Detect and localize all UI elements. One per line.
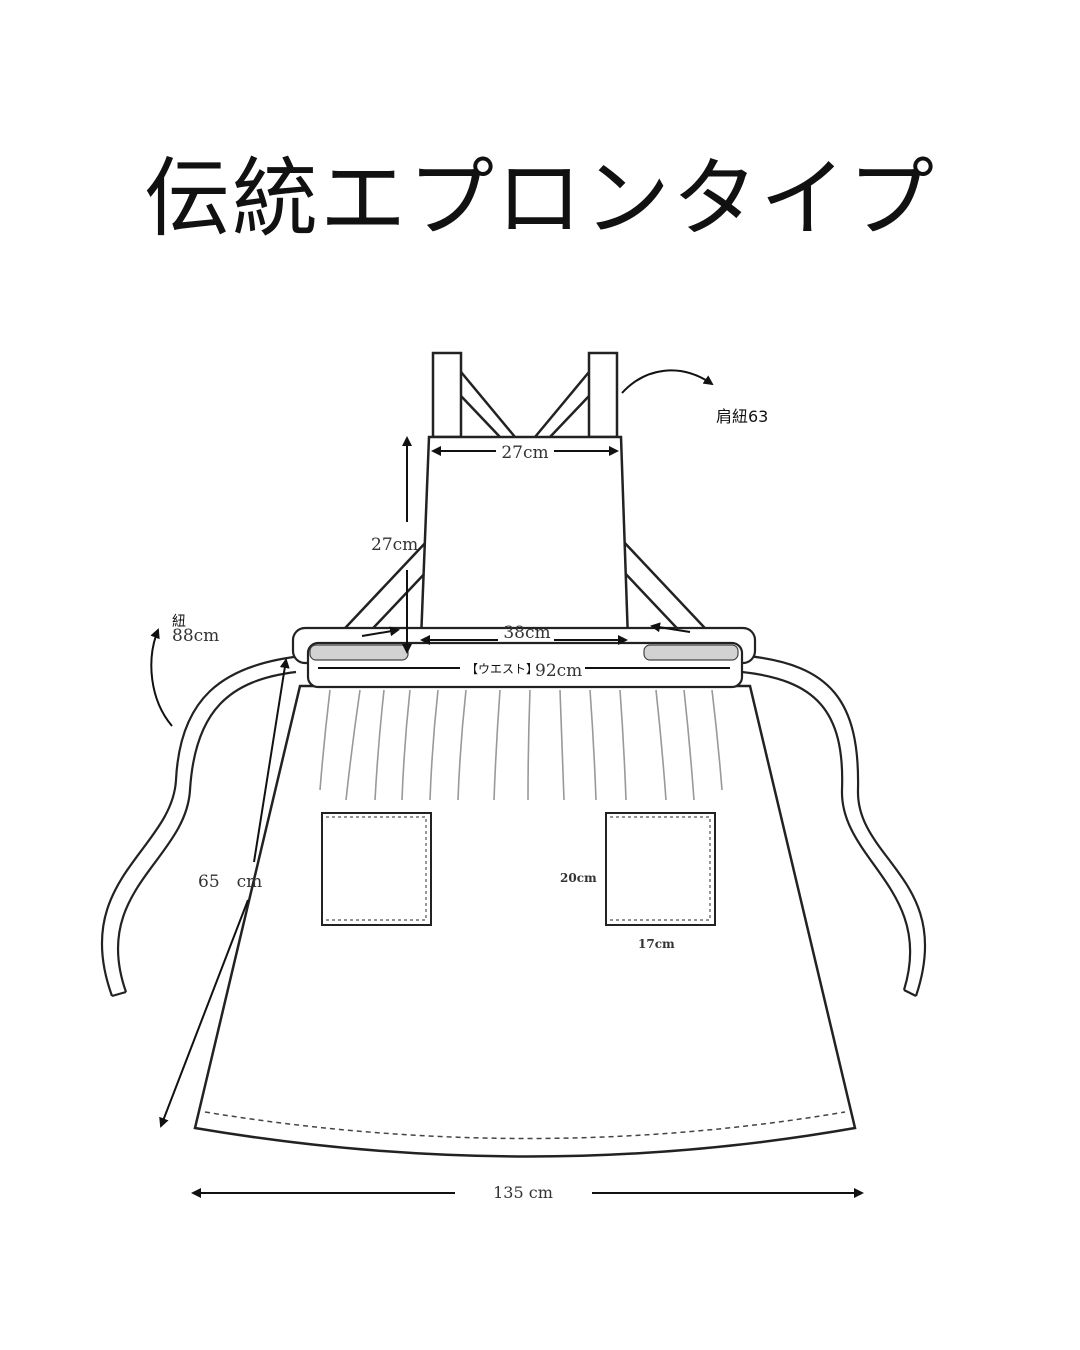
pocket-left: [321, 812, 432, 926]
cross-straps: [331, 539, 719, 643]
waistband-pad-left: [309, 644, 409, 661]
hem-stitch: [204, 1111, 846, 1140]
bib: [419, 435, 630, 642]
bib-height-label: 27cm: [371, 535, 418, 555]
skirt: [193, 684, 857, 1158]
waist-ties: [100, 654, 927, 998]
pocket-width-label: 17cm: [638, 937, 675, 951]
waist-length-label: 92cm: [535, 661, 582, 681]
page-title: 伝統エプロンタイプ: [144, 149, 936, 249]
pocket-height-label: 20cm: [560, 871, 597, 885]
shoulder-straps: [431, 351, 619, 439]
waist-label: 【ウエスト】: [466, 662, 538, 676]
waistband-pad-right: [643, 644, 739, 661]
gathers: [319, 689, 723, 801]
shoulder-strap-label: 肩紐63: [716, 407, 768, 426]
pocket-right: [605, 812, 716, 926]
skirt-length-label: 65 cm: [198, 872, 262, 892]
waistband-lower: [306, 641, 744, 689]
tie-label: 紐: [172, 614, 186, 630]
bib-width-label: 27cm: [501, 443, 548, 463]
tie-length-label: 88cm: [172, 626, 219, 646]
waist-inner-label: 38cm: [503, 623, 550, 643]
hem-width-label: 135 cm: [493, 1183, 553, 1202]
dimension-lines: [150, 369, 864, 1198]
